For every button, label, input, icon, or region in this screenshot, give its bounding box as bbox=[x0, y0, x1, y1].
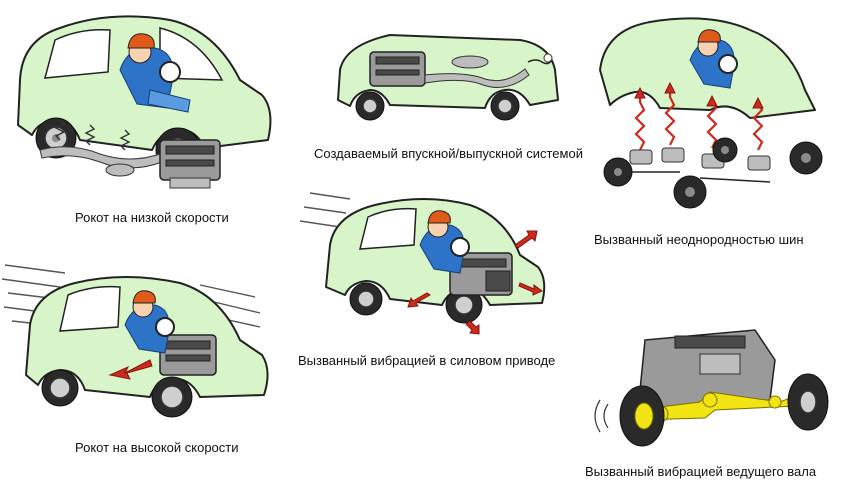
engine bbox=[159, 139, 221, 189]
vibration-arrows bbox=[407, 230, 543, 335]
caption-tires: Вызванный неоднородностью шин bbox=[594, 232, 804, 247]
panel-low-speed: Рокот на низкой скорости bbox=[0, 0, 290, 230]
driver-figure bbox=[119, 33, 191, 113]
tire-right bbox=[789, 141, 823, 175]
suspension-springs bbox=[54, 119, 131, 151]
tire-right-front bbox=[712, 137, 738, 163]
wheel-rear bbox=[41, 369, 79, 407]
engine bbox=[369, 51, 426, 87]
wheel-rear bbox=[349, 282, 383, 316]
panel-high-speed: Рокот на высокой скорости bbox=[0, 245, 300, 460]
engine bbox=[449, 252, 513, 296]
panel-drivetrain: Вызванный вибрацией в силовом приводе bbox=[290, 175, 590, 375]
tire-center bbox=[673, 175, 707, 209]
low-speed-illustration bbox=[17, 15, 272, 189]
engine bbox=[159, 334, 217, 376]
vibration-arrow bbox=[108, 359, 153, 380]
tire-left bbox=[603, 157, 633, 187]
wheel-rear bbox=[490, 91, 520, 121]
driver-figure bbox=[689, 29, 738, 89]
panel-tires: Вызванный неоднородностью шин bbox=[580, 0, 853, 260]
driveshaft-illustration bbox=[594, 329, 829, 447]
caption-intake-exhaust: Создаваемый впускной/выпускной системой bbox=[314, 146, 583, 161]
vibration-arrows bbox=[634, 81, 764, 151]
caption-driveshaft: Вызванный вибрацией ведущего вала bbox=[585, 464, 817, 479]
exhaust-system bbox=[424, 53, 553, 88]
wheel-right bbox=[787, 373, 829, 431]
wheel-front bbox=[355, 91, 385, 121]
speed-lines bbox=[299, 192, 351, 228]
caption-drivetrain: Вызванный вибрацией в силовом приводе bbox=[298, 353, 556, 368]
driver-figure bbox=[419, 210, 470, 274]
exhaust-pipes bbox=[39, 146, 163, 177]
high-speed-illustration bbox=[1, 264, 269, 418]
engine-block bbox=[639, 329, 776, 413]
wheel-left bbox=[619, 385, 665, 447]
drivetrain-illustration bbox=[299, 192, 546, 335]
caption-low-speed: Рокот на низкой скорости bbox=[75, 210, 229, 225]
caption-high-speed: Рокот на высокой скорости bbox=[75, 440, 239, 455]
intake-exhaust-illustration bbox=[337, 34, 559, 121]
tire-illustration bbox=[599, 17, 823, 209]
motion-lines bbox=[594, 399, 609, 433]
panel-intake-exhaust: Создаваемый впускной/выпускной системой bbox=[300, 0, 600, 165]
driver-figure bbox=[124, 290, 175, 354]
wheel-front bbox=[151, 376, 193, 418]
panel-driveshaft: Вызванный вибрацией ведущего вала bbox=[580, 320, 853, 493]
